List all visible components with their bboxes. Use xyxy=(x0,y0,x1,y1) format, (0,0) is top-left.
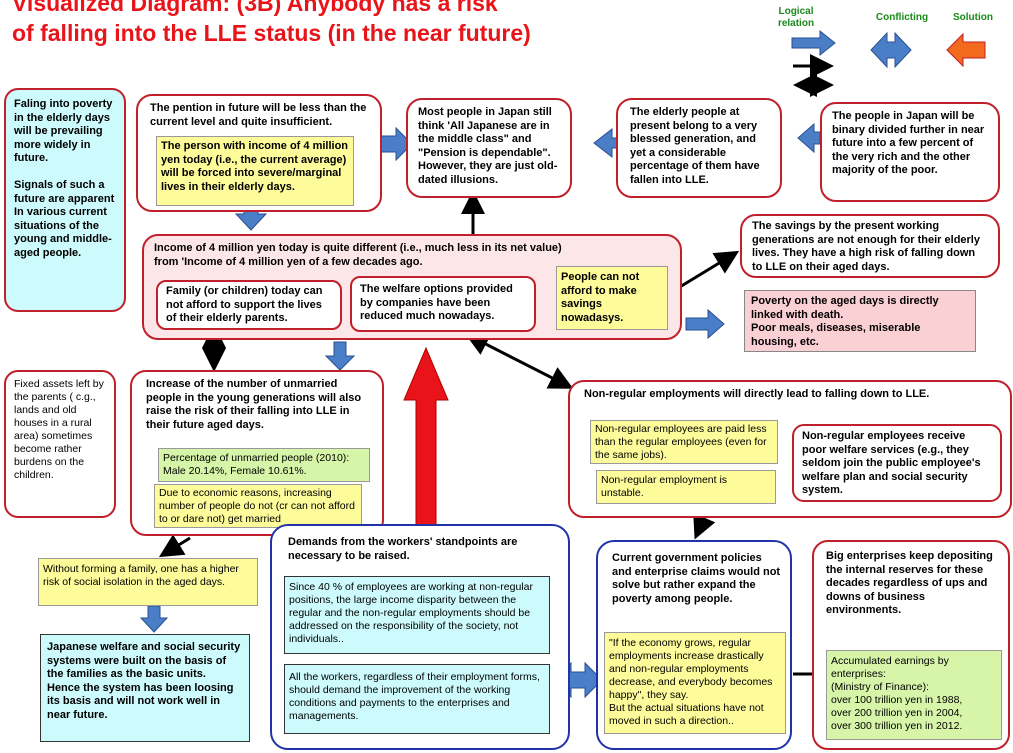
nonregular-to-govt-arrow xyxy=(693,512,716,540)
isolation-to-welfare-arrow xyxy=(139,605,169,633)
legend-conflicting-arrow xyxy=(870,31,912,69)
savings-box: The savings by the present working gener… xyxy=(740,214,1000,278)
income-to-unmarried-arrow xyxy=(324,341,356,371)
middle-class-illusion-box: Most people in Japan still think 'All Ja… xyxy=(406,98,572,198)
welfare-systems-box: Japanese welfare and social security sys… xyxy=(40,634,250,742)
pension-future-box: The pention in future will be less than … xyxy=(136,94,382,212)
government-policies-box: Current government policies and enterpri… xyxy=(596,540,792,750)
family-support-box: Family (or children) today can not affor… xyxy=(156,280,342,330)
demand-income-disparity-note: Since 40 % of employees are working at n… xyxy=(284,576,550,654)
unmarried-box: Increase of the number of unmarried peop… xyxy=(130,370,384,536)
legend-logical-label: Logical relation xyxy=(777,6,815,29)
social-isolation-note: Without forming a family, one has a high… xyxy=(38,558,258,606)
big-enterprises-text: Big enterprises keep depositing the inte… xyxy=(826,550,993,616)
accumulated-earnings-note: Accumulated earnings by enterprises: (Mi… xyxy=(826,650,1002,740)
pension-future-text: The pention in future will be less than … xyxy=(150,102,367,128)
elderly-present-box: The elderly people at present belong to … xyxy=(616,98,782,198)
page-title: Visualized Diagram: (3B) Anybody has a r… xyxy=(12,0,531,46)
non-regular-welfare-box: Non-regular employees receive poor welfa… xyxy=(792,424,1002,502)
income-main-text: Income of 4 million yen today is quite d… xyxy=(154,242,562,268)
income-main-box: Income of 4 million yen today is quite d… xyxy=(142,234,682,340)
unmarried-percentage-note: Percentage of unmarried people (2010): M… xyxy=(158,448,370,482)
binary-divided-box: The people in Japan will be binary divid… xyxy=(820,102,1000,202)
big-red-solution-arrow xyxy=(403,346,449,536)
non-regular-box: Non-regular employments will directly le… xyxy=(568,380,1012,518)
cannot-save-note: People can not afford to make savings no… xyxy=(556,266,668,330)
fixed-assets-box: Fixed assets left by the parents ( c.g.,… xyxy=(4,370,116,518)
economic-reasons-note: Due to economic reasons, increasing numb… xyxy=(154,484,362,528)
demands-text: Demands from the workers' standpoints ar… xyxy=(288,536,518,562)
unmarried-text: Increase of the number of unmarried peop… xyxy=(146,378,362,431)
legend-solution-arrow xyxy=(946,32,986,68)
demands-box: Demands from the workers' standpoints ar… xyxy=(270,524,570,750)
falling-poverty-box: Faling into poverty in the elderly days … xyxy=(4,88,126,312)
income-to-poverty-arrow xyxy=(685,308,725,340)
pension-detail-note: The person with income of 4 million yen … xyxy=(156,136,354,206)
legend-logical-arrow xyxy=(791,29,836,57)
big-enterprises-box: Big enterprises keep depositing the inte… xyxy=(812,540,1010,750)
poverty-death-box: Poverty on the aged days is directly lin… xyxy=(744,290,976,352)
government-quote-note: "If the economy grows, regular employmen… xyxy=(604,632,786,734)
non-regular-text: Non-regular employments will directly le… xyxy=(584,388,930,400)
legend-conflicting-label: Conflicting xyxy=(875,12,929,23)
welfare-options-box: The welfare options provided by companie… xyxy=(350,276,536,332)
non-regular-paid-note: Non-regular employees are paid less than… xyxy=(590,420,778,464)
unmarried-to-isolation-arrow xyxy=(158,534,191,558)
legend-solution-label: Solution xyxy=(953,12,993,23)
demand-working-conditions-note: All the workers, regardless of their emp… xyxy=(284,664,550,734)
binary-to-elderly-arrow xyxy=(797,122,821,154)
non-regular-unstable-note: Non-regular employment is unstable. xyxy=(596,470,776,504)
government-policies-text: Current government policies and enterpri… xyxy=(612,552,781,605)
income-nonregular-arrow xyxy=(464,333,574,389)
